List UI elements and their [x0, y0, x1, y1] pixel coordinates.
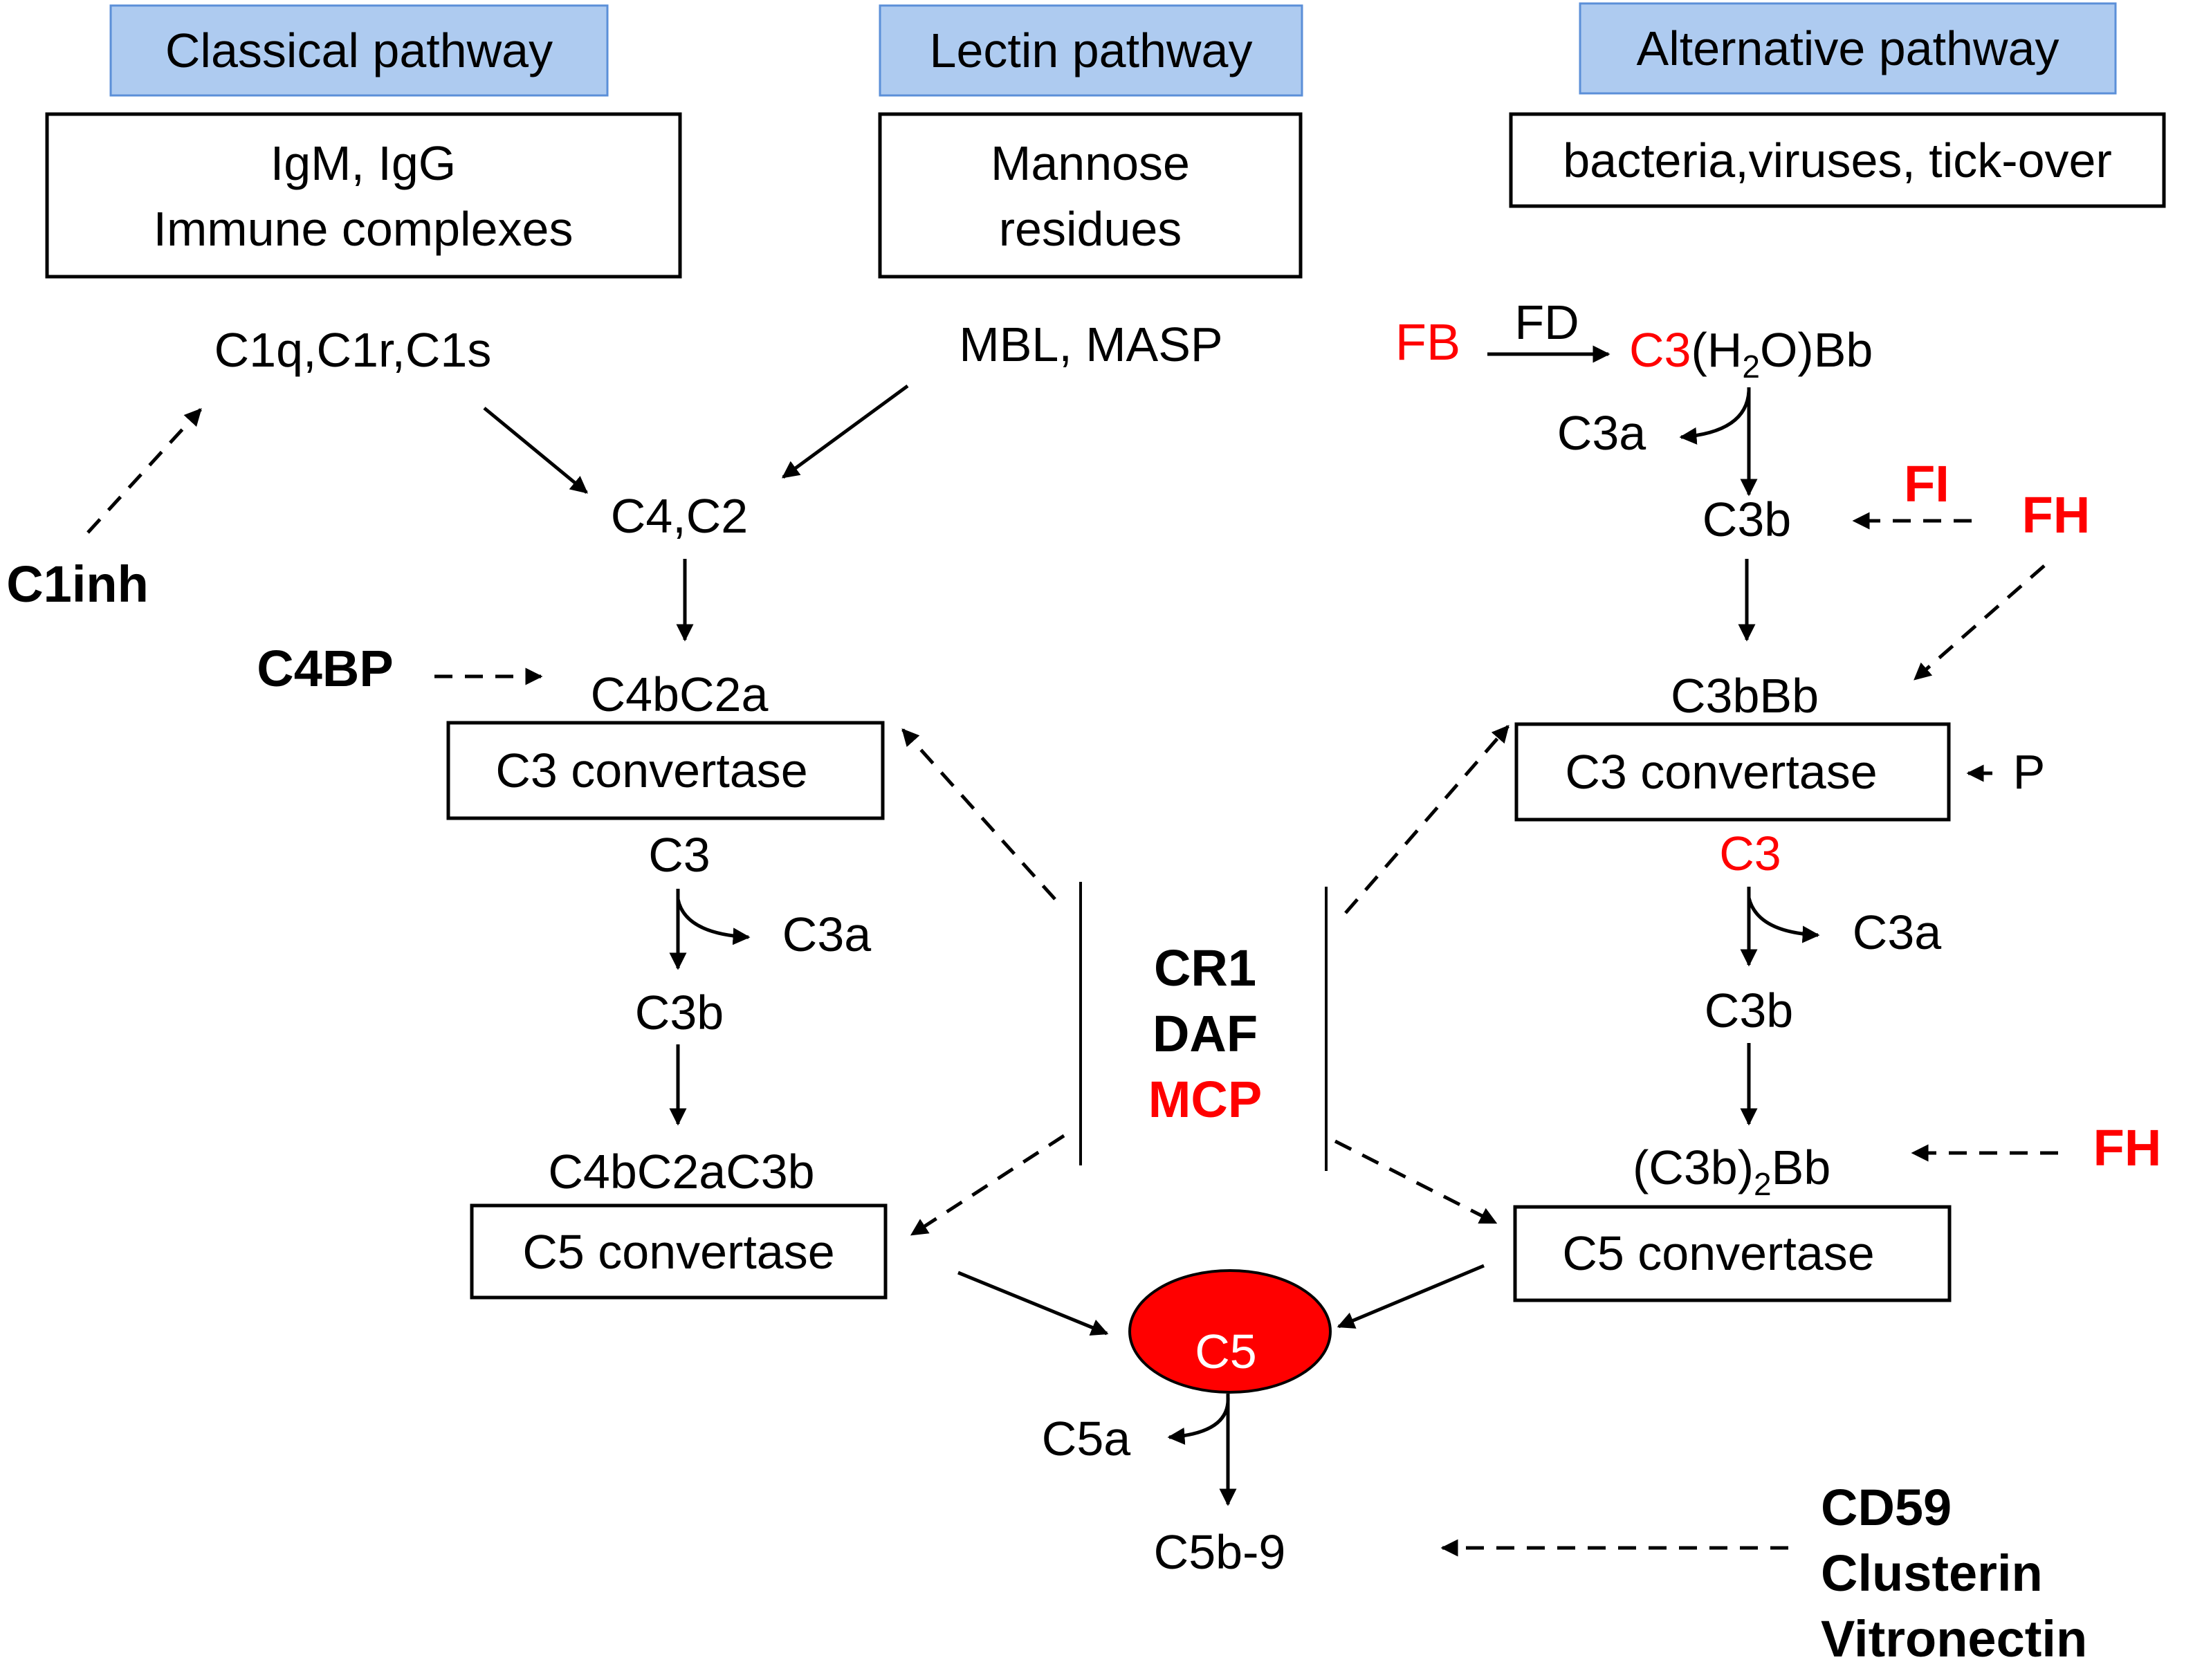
arrow-c1-to-c4c2 [483, 407, 588, 494]
lectin-trigger-line1: Mannose [991, 136, 1190, 190]
arrow-mbl-to-c4c2 [781, 384, 909, 479]
alt-c3-label: C3 [1719, 827, 1781, 880]
lectin-trigger-line2: residues [999, 202, 1182, 256]
alternative-pathway-header: Alternative pathway [1579, 2, 2117, 95]
classical-c3b-label: C3b [635, 986, 724, 1040]
fh-bottom-label: FH [2093, 1119, 2162, 1176]
arrow-alt-c5-convertase-to-c5 [1337, 1264, 1485, 1329]
alternative-c5-convertase-box: C5 convertase [1513, 1205, 1952, 1302]
c4bp-label: C4BP [257, 640, 393, 697]
c5b9-label: C5b-9 [1154, 1525, 1286, 1579]
arrow-classical-c3-to-c3a [676, 898, 751, 945]
classical-c3-label: C3 [648, 828, 710, 882]
classical-trigger-line1: IgM, IgG [270, 136, 456, 190]
c3h2obb-subscript: 2 [1742, 349, 1760, 385]
alt-c3b-label: C3b [1705, 984, 1793, 1037]
alternative-trigger: bacteria,viruses, tick-over [1563, 133, 2112, 187]
alt-c5-convertase-label: C5 convertase [1562, 1226, 1874, 1280]
lectin-initiators: MBL, MASP [959, 317, 1222, 371]
c3h2obb-rest: O)Bb [1760, 323, 1873, 377]
terminal-regulator-vitronectin: Vitronectin [1821, 1610, 2087, 1668]
arrow-c3h2obb-to-c3a [1679, 390, 1751, 445]
c3b2bb-rest: Bb [1772, 1141, 1831, 1194]
lectin-pathway-title: Lectin pathway [930, 24, 1253, 77]
alternative-trigger-box: bacteria,viruses, tick-over [1509, 112, 2166, 208]
center-regulator-cr1: CR1 [1154, 939, 1256, 997]
c4bc2ac3b-label: C4bC2aC3b [548, 1145, 814, 1199]
c5-ellipse [1128, 1269, 1332, 1394]
classical-c3a-label: C3a [782, 907, 871, 961]
c3h2obb-open: (H [1691, 323, 1742, 377]
c4c2-label: C4,C2 [611, 489, 748, 543]
c5a-label: C5a [1042, 1412, 1130, 1466]
arrow-fh-to-c3bbb [1914, 564, 2046, 681]
classical-c5-convertase-label: C5 convertase [522, 1225, 834, 1279]
c3h2obb-label: C3(H2O)Bb [1629, 323, 1873, 385]
arrow-c1inh-to-c1 [86, 408, 202, 534]
center-regulator-daf: DAF [1153, 1005, 1258, 1062]
alternative-pathway-title: Alternative pathway [1637, 21, 2059, 75]
classical-trigger-line2: Immune complexes [154, 202, 574, 256]
classical-initiators: C1q,C1r,C1s [214, 323, 492, 377]
fi-label: FI [1904, 455, 1949, 513]
c1inh-label: C1inh [6, 555, 149, 613]
classical-pathway-header: Classical pathway [109, 4, 609, 97]
terminal-regulator-clusterin: Clusterin [1821, 1544, 2043, 1602]
classical-c5-convertase-box: C5 convertase [470, 1203, 888, 1300]
c4bc2a-label: C4bC2a [591, 667, 769, 721]
arrow-center-to-classical-c5-convertase [910, 1134, 1065, 1237]
c5-label: C5 [1195, 1324, 1256, 1378]
properdin-label: P [2013, 745, 2046, 799]
alt-c3-convertase-label: C3 convertase [1565, 745, 1877, 799]
fh-top-label: FH [2022, 486, 2091, 544]
c3bbb-label: C3bBb [1671, 669, 1819, 723]
lectin-trigger-box: Mannose residues [878, 112, 1303, 279]
c3h2obb-c3-part: C3 [1629, 323, 1691, 377]
arrow-center-to-alt-c5-convertase [1334, 1139, 1498, 1225]
arrow-c5-to-c5a [1167, 1396, 1230, 1445]
c3b2bb-label: (C3b)2Bb [1633, 1141, 1830, 1202]
alt-c3a-top-label: C3a [1557, 406, 1646, 460]
arrow-center-to-classical-c3-convertase [901, 728, 1056, 901]
classical-c3-convertase-label: C3 convertase [495, 744, 807, 797]
c5-node: C5 [1128, 1269, 1332, 1394]
fd-label: FD [1514, 295, 1579, 349]
classical-pathway-title: Classical pathway [165, 24, 553, 77]
center-regulator-mcp: MCP [1148, 1071, 1262, 1128]
arrow-alt-c3-to-c3a [1747, 897, 1820, 943]
classical-trigger-box: IgM, IgG Immune complexes [45, 112, 682, 279]
alt-c3a-label: C3a [1853, 905, 1941, 959]
arrow-classical-c5-convertase-to-c5 [957, 1271, 1109, 1336]
classical-c3-convertase-box: C3 convertase [446, 721, 885, 820]
fb-label: FB [1395, 313, 1461, 371]
arrow-center-to-alt-c3-convertase [1344, 725, 1510, 914]
c3b2bb-subscript: 2 [1754, 1166, 1772, 1202]
alternative-c3-convertase-box: C3 convertase [1514, 722, 1951, 822]
lectin-pathway-header: Lectin pathway [879, 4, 1303, 97]
terminal-regulator-cd59: CD59 [1821, 1479, 1952, 1536]
alt-c3b-top-label: C3b [1703, 492, 1791, 546]
c3b2bb-open: (C3b) [1633, 1141, 1754, 1194]
